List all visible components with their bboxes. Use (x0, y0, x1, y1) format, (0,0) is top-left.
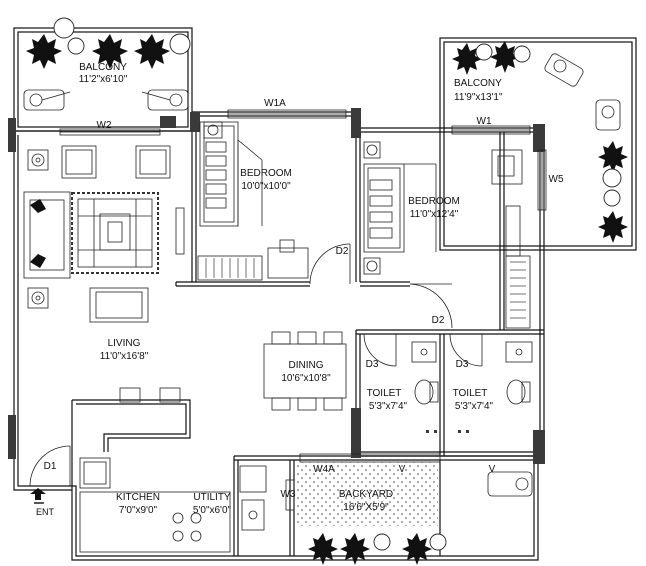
wall-columns (8, 108, 545, 464)
living-furniture (23, 145, 171, 323)
room-name-bedroom1: BEDROOM (240, 168, 292, 179)
bedroom2-furniture (363, 141, 531, 329)
vent-label-2: V (489, 464, 496, 475)
door-label-d1: D1 (44, 461, 57, 472)
entrance-arrow-icon (30, 488, 46, 504)
plants (26, 17, 628, 565)
plant-icon (308, 533, 338, 565)
room-name-kitchen: KITCHEN (116, 492, 160, 503)
room-name-toilet1: TOILET (367, 388, 402, 399)
room-size-living: 11'0"x16'8" (100, 351, 149, 362)
window-label-w1a: W1A (264, 98, 286, 109)
lounge-chair-icon (595, 99, 621, 131)
room-size-bedroom1: 10'0"x10'0" (241, 181, 291, 192)
plant-icon (92, 34, 128, 69)
lounge-chair-icon (23, 89, 71, 111)
plant-icon (340, 533, 370, 565)
room-name-dining: DINING (289, 360, 324, 371)
backyard-paving (296, 462, 438, 526)
window-label-w3: W3 (281, 489, 296, 500)
room-name-utility: UTILITY (193, 492, 231, 503)
opening-labels: W1A W2 W1 W5 W4A W3 V V D1 D2 D2 D3 D3 E… (36, 98, 564, 517)
plant-icon (490, 41, 520, 73)
bedroom1-furniture (175, 121, 309, 281)
doors (29, 243, 483, 487)
room-labels: BALCONY 11'2"x6'10" BALCONY 11'9"x13'1" … (79, 62, 503, 516)
plant-icon (402, 533, 432, 565)
toilet-fixtures (411, 341, 533, 433)
door-label-d3-toilet1: D3 (366, 359, 379, 370)
plant-icon (134, 34, 170, 69)
door-label-d2-bedroom1: D2 (336, 246, 349, 257)
room-name-backyard: BACKYARD (339, 489, 393, 500)
room-name-balcony-right: BALCONY (454, 78, 502, 89)
door-label-d2-bedroom2: D2 (432, 315, 445, 326)
vent-label-1: V (399, 464, 406, 475)
room-size-utility: 5'0"x6'0" (193, 505, 232, 516)
lounge-chair-icon (544, 53, 584, 87)
room-size-backyard: 16'6"X5'9" (343, 502, 389, 513)
plant-icon (598, 141, 628, 173)
window-label-w5: W5 (549, 174, 564, 185)
room-name-toilet2: TOILET (453, 388, 488, 399)
plant-icon (598, 211, 628, 243)
kitchen-fixtures (79, 387, 267, 553)
room-name-living: LIVING (108, 338, 141, 349)
room-name-balcony-left: BALCONY (79, 62, 127, 73)
lounge-chair-icon (487, 471, 533, 497)
window-label-w4a: W4A (313, 464, 335, 475)
plant-icon (452, 43, 482, 75)
lounge-chair-icon (141, 89, 189, 111)
room-name-bedroom2: BEDROOM (408, 196, 460, 207)
windows (59, 109, 547, 511)
lounge-chairs (23, 53, 621, 497)
window-label-w2: W2 (97, 120, 112, 131)
room-size-balcony-left: 11'2"x6'10" (79, 74, 128, 85)
entrance-label: ENT (36, 507, 55, 517)
room-size-kitchen: 7'0"x9'0" (119, 505, 158, 516)
room-size-toilet1: 5'3"x7'4" (369, 401, 408, 412)
room-size-toilet2: 5'3"x7'4" (455, 401, 494, 412)
plant-icon (26, 34, 62, 69)
room-size-bedroom2: 11'0"x12'4" (410, 209, 459, 220)
room-size-balcony-right: 11'9"x13'1" (454, 92, 503, 103)
window-label-w1: W1 (477, 116, 492, 127)
room-size-dining: 10'6"x10'8" (281, 373, 331, 384)
dining-furniture (263, 331, 347, 411)
door-label-d3-toilet2: D3 (456, 359, 469, 370)
